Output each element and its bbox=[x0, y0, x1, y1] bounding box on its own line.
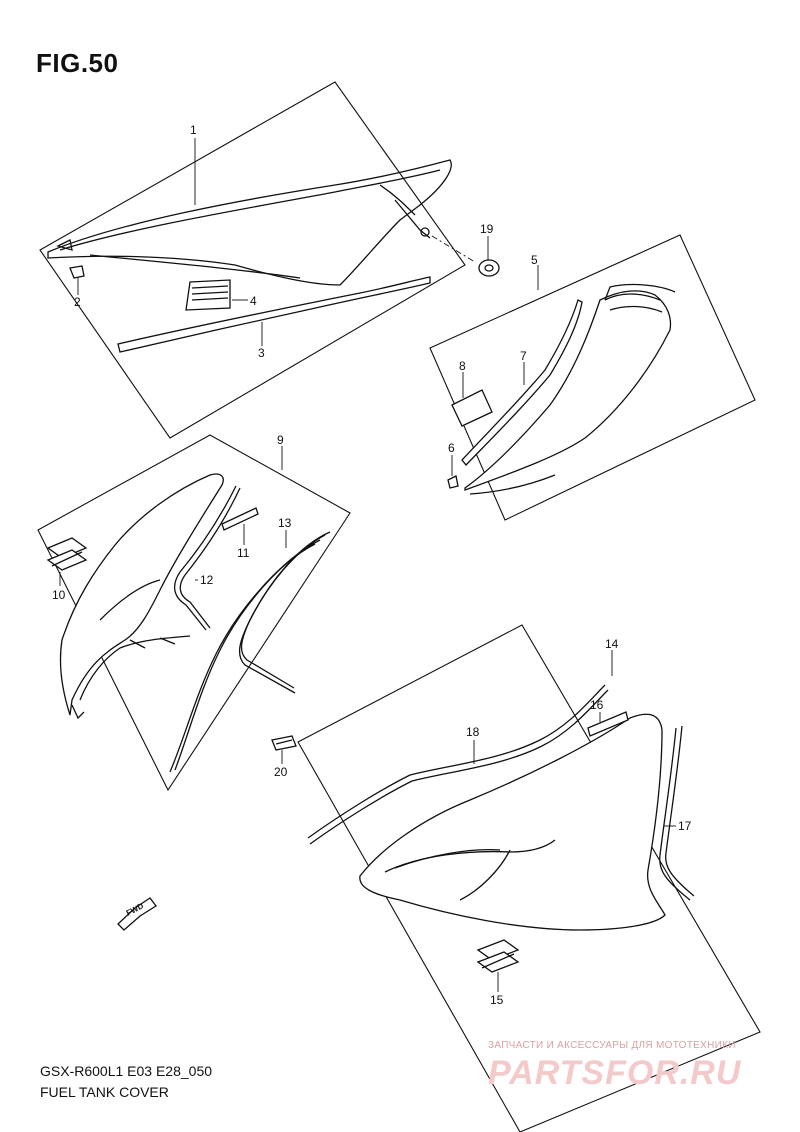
fwd-arrow-icon: FWD bbox=[117, 897, 157, 931]
watermark-logo: PARTSFOR.RU bbox=[488, 1054, 742, 1092]
panel-group-9 bbox=[37, 434, 351, 792]
callout-20: 20 bbox=[274, 765, 288, 779]
callout-19: 19 bbox=[480, 222, 494, 236]
trim-part-13 bbox=[169, 531, 331, 773]
callout-5: 5 bbox=[531, 253, 538, 267]
panel-group-14 bbox=[297, 624, 761, 1132]
trim-part-18 bbox=[307, 684, 609, 845]
seal-part-7 bbox=[461, 299, 583, 466]
pad-part-8 bbox=[451, 389, 493, 427]
callout-12: 12 bbox=[200, 573, 214, 587]
side-cover-part-9 bbox=[59, 473, 224, 720]
figure-description: FUEL TANK COVER bbox=[40, 1084, 169, 1100]
strip-part-12 bbox=[174, 485, 241, 631]
callout-16: 16 bbox=[590, 698, 604, 712]
model-code: GSX-R600L1 E03 E28_050 bbox=[40, 1063, 213, 1079]
clip-part-6 bbox=[447, 475, 459, 489]
callout-7: 7 bbox=[520, 349, 527, 363]
callout-2: 2 bbox=[74, 295, 81, 309]
side-cover-part-14 bbox=[359, 713, 666, 931]
clip-part-20 bbox=[271, 735, 297, 751]
callout-14: 14 bbox=[605, 637, 619, 651]
watermark-tagline: ЗАПЧАСТИ И АКСЕССУАРЫ ДЛЯ МОТОТЕХНИКИ bbox=[488, 1040, 736, 1051]
callout-labels: 1 2 3 4 5 6 7 8 9 10 11 12 13 14 15 16 1… bbox=[52, 123, 692, 1007]
panel-group-1 bbox=[39, 81, 466, 439]
pad-part-4 bbox=[185, 279, 231, 311]
callout-18: 18 bbox=[466, 725, 480, 739]
figure-title: FIG.50 bbox=[36, 48, 119, 78]
trim-strip-part-3 bbox=[117, 276, 431, 353]
strip-part-11 bbox=[221, 507, 259, 531]
emblem-part-15 bbox=[476, 939, 520, 973]
callout-4: 4 bbox=[250, 294, 257, 308]
callout-10: 10 bbox=[52, 588, 66, 602]
callout-17: 17 bbox=[678, 819, 692, 833]
panel-group-5 bbox=[429, 234, 756, 521]
grommet-part-2 bbox=[69, 265, 85, 279]
grommet-part-19 bbox=[478, 259, 500, 277]
cover-part-5 bbox=[464, 283, 676, 495]
callout-9: 9 bbox=[277, 433, 284, 447]
callout-15: 15 bbox=[490, 993, 504, 1007]
callout-3: 3 bbox=[258, 346, 265, 360]
callout-13: 13 bbox=[278, 516, 292, 530]
callout-8: 8 bbox=[459, 359, 466, 373]
emblem-part-10 bbox=[46, 537, 88, 571]
trim-part-17 bbox=[659, 725, 695, 901]
callout-6: 6 bbox=[448, 441, 455, 455]
callout-1: 1 bbox=[190, 123, 197, 137]
strip-part-16 bbox=[587, 711, 629, 737]
tank-cover-upper-part bbox=[47, 159, 452, 286]
callout-leaders bbox=[59, 138, 676, 992]
callout-11: 11 bbox=[237, 546, 250, 560]
